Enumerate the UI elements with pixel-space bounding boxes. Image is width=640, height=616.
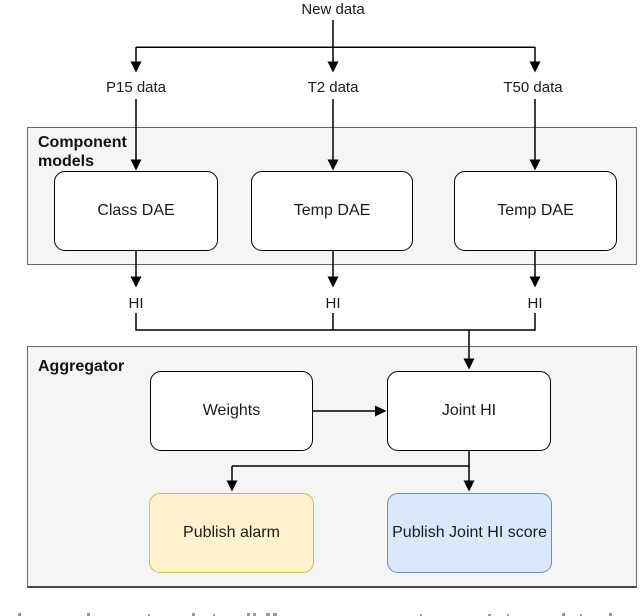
weights-label: Weights xyxy=(202,402,261,419)
class-dae-node: Class DAE xyxy=(54,171,218,251)
publish-alarm-label: Publish alarm xyxy=(183,524,280,541)
arrow-newdata-to-branches xyxy=(130,20,541,73)
new-data-label: New data xyxy=(301,1,365,18)
caption-remnant xyxy=(0,611,640,616)
temp-dae-label-1: Temp DAE xyxy=(293,202,371,219)
t2-data-label: T2 data xyxy=(307,79,359,96)
publish-joint-hi-score-node: Publish Joint HI score xyxy=(387,493,552,573)
hi-label-1: HI xyxy=(128,295,144,312)
component-models-title: Component models xyxy=(38,134,127,170)
joint-hi-node: Joint HI xyxy=(387,371,551,451)
temp-dae-node-1: Temp DAE xyxy=(251,171,413,251)
aggregator-title: Aggregator xyxy=(38,358,125,375)
hi-label-2: HI xyxy=(325,295,341,312)
temp-dae-node-2: Temp DAE xyxy=(454,171,617,251)
p15-data-label: P15 data xyxy=(105,79,167,96)
weights-node: Weights xyxy=(150,371,313,451)
temp-dae-label-2: Temp DAE xyxy=(497,202,574,219)
publish-joint-hi-score-label: Publish Joint HI score xyxy=(392,524,547,541)
class-dae-label: Class DAE xyxy=(97,202,175,219)
hi-label-3: HI xyxy=(527,295,543,312)
joint-hi-label: Joint HI xyxy=(441,402,497,419)
t50-data-label: T50 data xyxy=(503,79,563,96)
publish-alarm-node: Publish alarm xyxy=(149,493,314,573)
